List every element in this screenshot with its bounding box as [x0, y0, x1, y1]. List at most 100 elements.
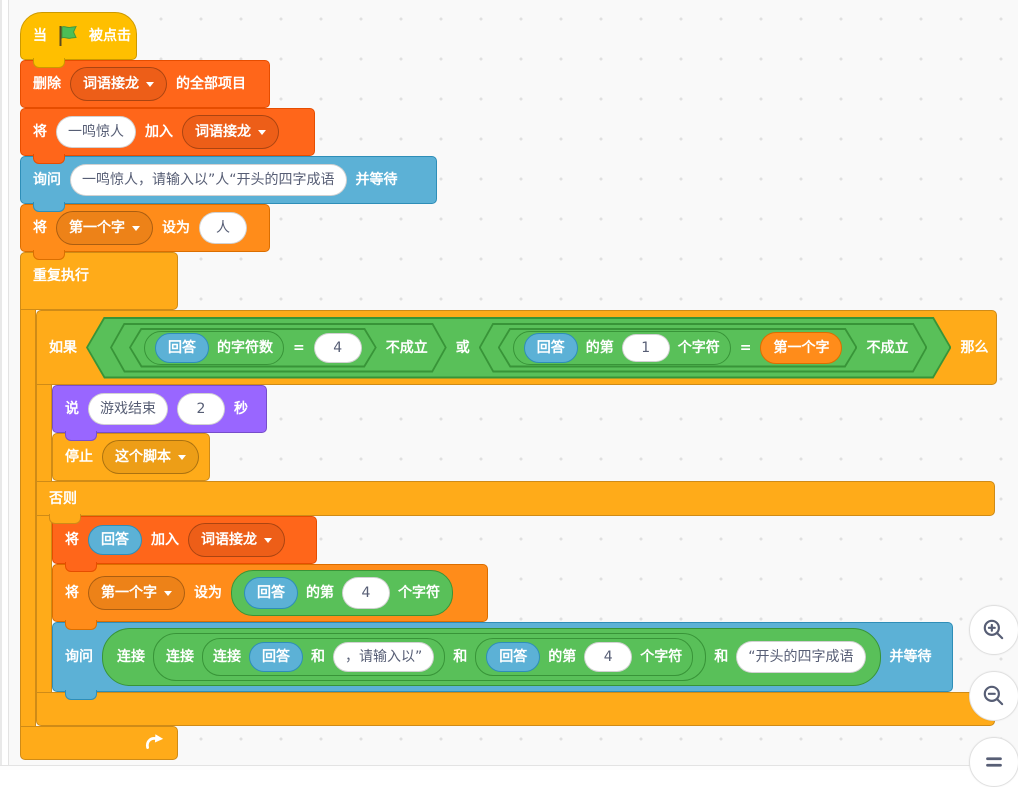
ask-label: 询问 — [65, 649, 93, 665]
green-flag-icon — [59, 25, 77, 46]
answer-reporter[interactable]: 回答 — [524, 333, 578, 363]
when-label: 当 — [33, 28, 47, 44]
clicked-label: 被点击 — [89, 28, 131, 44]
length-label: 的字符数 — [217, 339, 273, 356]
letter-of-answer-reporter[interactable]: 回答 的第 4 个字符 — [231, 570, 453, 616]
all-items-label: 的全部项目 — [176, 76, 246, 92]
equals-operator-left[interactable]: 回答 的字符数 = 4 — [129, 328, 377, 368]
ask-label: 询问 — [33, 172, 61, 188]
ask-next-block[interactable]: 询问 连接 连接 连接 回答 和 ，请输入以” 和 回答 的第 4 — [52, 622, 953, 700]
seconds-input[interactable]: 2 — [177, 393, 225, 425]
not-operator-right[interactable]: 回答 的第 1 个字符 = 第一个字 不成立 — [479, 323, 928, 373]
answer-reporter[interactable]: 回答 — [249, 642, 303, 672]
if-then-else-block[interactable]: 如果 回答 的字符数 = 4 — [36, 310, 997, 385]
join-text-input[interactable]: “开头的四字成语 — [736, 641, 866, 673]
item-input[interactable]: 一鸣惊人 — [56, 116, 136, 148]
zoom-in-icon — [983, 619, 1004, 640]
say-label: 说 — [65, 401, 79, 417]
forever-label: 重复执行 — [33, 268, 89, 284]
variable-dropdown[interactable]: 第一个字 — [56, 211, 153, 245]
join-operator-outer[interactable]: 连接 连接 连接 回答 和 ，请输入以” 和 回答 的第 4 个字符 — [102, 628, 881, 686]
or-operator[interactable]: 回答 的字符数 = 4 不成立 或 — [86, 317, 951, 379]
equals-value-input[interactable]: 4 — [314, 333, 362, 363]
stop-block[interactable]: 停止 这个脚本 — [52, 433, 210, 481]
and-wait-label: 并等待 — [889, 649, 932, 665]
zoom-out-button[interactable] — [969, 671, 1018, 721]
stop-target-dropdown[interactable]: 这个脚本 — [102, 440, 199, 474]
forever-block-footer[interactable] — [20, 726, 178, 760]
forever-block-arm — [20, 310, 36, 726]
set-variable-block[interactable]: 将 第一个字 设为 人 — [20, 204, 270, 260]
first-char-variable-reporter[interactable]: 第一个字 — [760, 332, 842, 364]
set-prefix-label: 将 — [33, 220, 47, 236]
list-dropdown-value: 词语接龙 — [201, 532, 257, 548]
dropdown-caret-icon — [132, 225, 140, 231]
dropdown-caret-icon — [146, 81, 154, 87]
variable-dropdown-value: 第一个字 — [101, 585, 157, 601]
append-answer-block[interactable]: 将 回答 加入 词语接龙 — [52, 516, 317, 572]
join-label: 连接 — [213, 649, 241, 665]
join-operator-inner[interactable]: 连接 回答 和 ，请输入以” — [202, 638, 446, 676]
letter-of-answer-reporter[interactable]: 回答 的第 4 个字符 — [475, 638, 694, 676]
equals-operator-right[interactable]: 回答 的第 1 个字符 = 第一个字 — [498, 328, 858, 368]
and-label: 和 — [311, 649, 325, 665]
loop-arrow-icon — [145, 734, 164, 749]
answer-reporter[interactable]: 回答 — [88, 525, 142, 555]
zoom-reset-icon — [986, 757, 1002, 767]
add-to-list-block[interactable]: 将 一鸣惊人 加入 词语接龙 — [20, 108, 315, 164]
answer-reporter[interactable]: 回答 — [486, 642, 541, 672]
zoom-reset-button[interactable] — [969, 737, 1018, 787]
and-label: 和 — [714, 649, 729, 665]
when-flag-clicked-block[interactable]: 当 被点击 — [20, 12, 137, 68]
list-dropdown-value: 词语接龙 — [195, 124, 251, 140]
equals-sign: = — [739, 339, 752, 356]
forever-block[interactable]: 重复执行 — [20, 252, 178, 310]
if-block-arm — [36, 516, 52, 692]
stop-target-value: 这个脚本 — [115, 449, 171, 465]
zoom-out-icon — [983, 685, 1004, 706]
letter-index-input[interactable]: 4 — [342, 577, 390, 609]
list-dropdown[interactable]: 词语接龙 — [182, 115, 279, 149]
say-for-seconds-block[interactable]: 说 游戏结束 2 秒 — [52, 385, 267, 441]
message-input[interactable]: 游戏结束 — [88, 393, 168, 425]
add-verb-label: 加入 — [145, 124, 173, 140]
list-dropdown-value: 词语接龙 — [83, 76, 139, 92]
list-dropdown[interactable]: 词语接龙 — [70, 67, 167, 101]
length-of-answer-reporter[interactable]: 回答 的字符数 — [144, 331, 284, 365]
join-operator-middle[interactable]: 连接 连接 回答 和 ，请输入以” 和 回答 的第 4 个字符 — [153, 633, 707, 681]
variable-dropdown[interactable]: 第一个字 — [88, 576, 185, 610]
add-prefix-label: 将 — [33, 124, 47, 140]
letter-index-input[interactable]: 1 — [622, 334, 670, 362]
question-input[interactable]: 一鸣惊人，请输入以”人“开头的四字成语 — [70, 164, 347, 196]
else-bar[interactable]: 否则 — [36, 481, 995, 524]
list-dropdown[interactable]: 词语接龙 — [188, 523, 285, 557]
not-operator-left[interactable]: 回答 的字符数 = 4 不成立 — [110, 323, 447, 373]
ask-and-wait-block[interactable]: 询问 一鸣惊人，请输入以”人“开头的四字成语 并等待 — [20, 156, 437, 212]
answer-reporter[interactable]: 回答 — [244, 577, 298, 609]
letter-of-label: 的第 — [548, 649, 577, 665]
join-label: 连接 — [166, 649, 194, 665]
then-label: 那么 — [960, 339, 989, 356]
zoom-in-button[interactable] — [969, 605, 1018, 655]
equals-sign: = — [293, 339, 305, 356]
join-label: 连接 — [117, 649, 145, 665]
letter-of-answer-reporter[interactable]: 回答 的第 1 个字符 — [513, 331, 731, 365]
letter-unit-label: 个字符 — [677, 339, 720, 356]
and-label: 和 — [453, 649, 468, 665]
join-text-input[interactable]: ，请输入以” — [333, 642, 435, 672]
set-prefix-label: 将 — [65, 585, 79, 601]
and-wait-label: 并等待 — [355, 172, 398, 188]
delete-all-of-list-block[interactable]: 删除 词语接龙 的全部项目 — [20, 60, 270, 108]
or-label: 或 — [455, 339, 470, 356]
dropdown-caret-icon — [258, 129, 266, 135]
letter-unit-label: 个字符 — [398, 585, 440, 601]
dropdown-caret-icon — [264, 537, 272, 543]
if-block-arm — [36, 385, 52, 481]
if-block-footer[interactable] — [36, 692, 995, 726]
letter-index-input[interactable]: 4 — [584, 642, 633, 672]
answer-reporter[interactable]: 回答 — [155, 333, 209, 363]
value-input[interactable]: 人 — [199, 212, 247, 244]
stop-label: 停止 — [65, 449, 93, 465]
set-next-char-block[interactable]: 将 第一个字 设为 回答 的第 4 个字符 — [52, 564, 488, 630]
